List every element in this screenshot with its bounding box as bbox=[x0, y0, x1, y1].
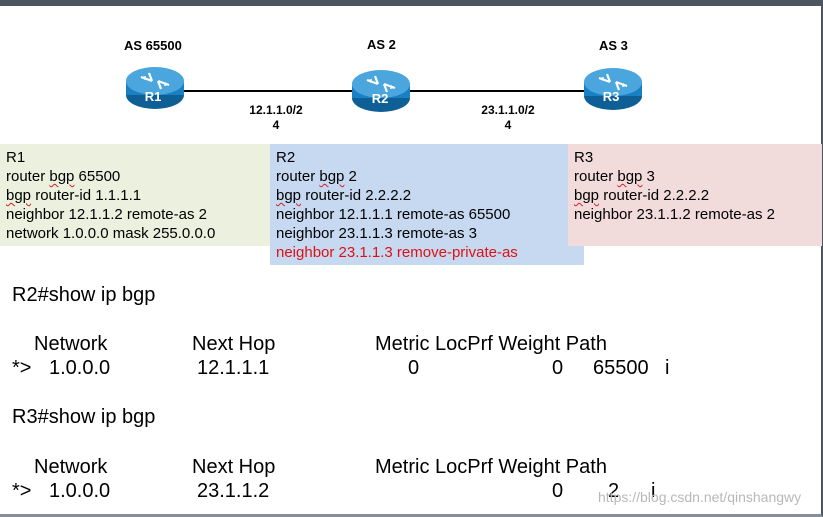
r2-header-nexthop: Next Hop bbox=[192, 333, 276, 355]
config-box-r1: R1 router bgp 65500 bgp router-id 1.1.1.… bbox=[0, 144, 270, 246]
r2-header-network: Network bbox=[34, 333, 108, 355]
r2-row-metric: 0 bbox=[408, 357, 420, 379]
router-icon bbox=[352, 70, 410, 112]
config-line: bgp router-id 1.1.1.1 bbox=[6, 187, 142, 204]
r2-row-path: 65500 bbox=[593, 357, 649, 379]
as-label-r2: AS 2 bbox=[367, 37, 396, 52]
r2-header-metrics: Metric LocPrf Weight Path bbox=[375, 333, 607, 355]
r2-row-status: *> bbox=[12, 357, 32, 379]
config-title: R1 bbox=[6, 149, 26, 166]
r3-row-origin: i bbox=[651, 480, 656, 502]
router-icon bbox=[126, 67, 184, 109]
slide-frame bbox=[0, 6, 823, 517]
link-subnet-suffix: 4 bbox=[272, 118, 280, 132]
config-line: router bgp 3 bbox=[574, 168, 655, 185]
router-icon bbox=[584, 68, 642, 110]
config-line: neighbor 23.1.1.3 remote-as 3 bbox=[276, 225, 477, 242]
config-line: bgp router-id 2.2.2.2 bbox=[574, 187, 710, 204]
config-line: neighbor 12.1.1.1 remote-as 65500 bbox=[276, 206, 511, 223]
router-r2-name: R2 bbox=[372, 91, 389, 106]
router-r3-name: R3 bbox=[603, 89, 620, 104]
r3-row-path: 2 bbox=[608, 480, 620, 502]
config-line-highlight: neighbor 23.1.1.3 remove-private-as bbox=[276, 244, 518, 261]
r2-command: R2#show ip bgp bbox=[12, 284, 156, 306]
watermark: https://blog.csdn.net/qinshangwy bbox=[598, 489, 802, 505]
r2-row-nexthop: 12.1.1.1 bbox=[197, 357, 270, 379]
config-box-r2: R2 router bgp 2 bgp router-id 2.2.2.2 ne… bbox=[270, 144, 584, 265]
config-line: bgp router-id 2.2.2.2 bbox=[276, 187, 412, 204]
config-line: router bgp 2 bbox=[276, 168, 357, 185]
config-title: R2 bbox=[276, 149, 296, 166]
link-label-r1-r2: 12.1.1.0/2 4 bbox=[241, 103, 311, 133]
r3-header-network: Network bbox=[34, 456, 108, 478]
config-title: R3 bbox=[574, 149, 594, 166]
r3-row-weight: 0 bbox=[552, 480, 564, 502]
link-label-r2-r3: 23.1.1.0/2 4 bbox=[472, 103, 544, 133]
top-border bbox=[0, 0, 823, 6]
as-label-r3: AS 3 bbox=[599, 38, 628, 53]
link-subnet: 23.1.1.0/2 bbox=[481, 103, 535, 117]
config-line: network 1.0.0.0 mask 255.0.0.0 bbox=[6, 225, 216, 242]
r2-row-weight: 0 bbox=[552, 357, 564, 379]
config-box-r3: R3 router bgp 3 bgp router-id 2.2.2.2 ne… bbox=[568, 144, 822, 246]
config-line: router bgp 65500 bbox=[6, 168, 121, 185]
as-label-r1: AS 65500 bbox=[124, 38, 182, 53]
r2-row-network: 1.0.0.0 bbox=[49, 357, 111, 379]
r3-header-metrics: Metric LocPrf Weight Path bbox=[375, 456, 607, 478]
topology-diagram: R1 R2 R3 bbox=[126, 67, 642, 112]
r2-row-origin: i bbox=[665, 357, 670, 379]
router-r1-name: R1 bbox=[145, 89, 162, 104]
config-line: neighbor 23.1.1.2 remote-as 2 bbox=[574, 206, 775, 223]
r3-command: R3#show ip bgp bbox=[12, 406, 156, 428]
link-subnet-suffix: 4 bbox=[504, 118, 512, 132]
r3-row-network: 1.0.0.0 bbox=[49, 480, 111, 502]
r3-row-status: *> bbox=[12, 480, 32, 502]
link-subnet: 12.1.1.0/2 bbox=[249, 103, 303, 117]
config-line: neighbor 12.1.1.2 remote-as 2 bbox=[6, 206, 207, 223]
r3-header-nexthop: Next Hop bbox=[192, 456, 276, 478]
r3-row-nexthop: 23.1.1.2 bbox=[197, 480, 270, 502]
